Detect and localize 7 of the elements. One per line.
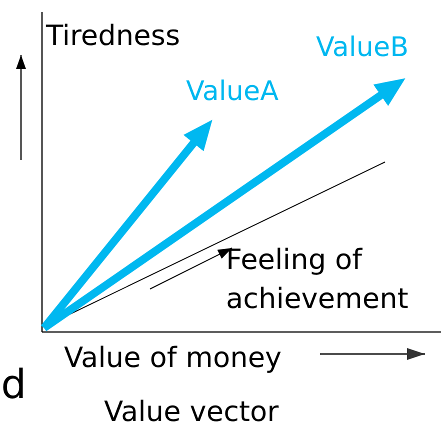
vector-label: ValueB [316, 32, 409, 64]
text-fragment: d [1, 362, 26, 408]
axis-label: Tiredness [46, 20, 180, 52]
axis-label: Feeling of achievement [226, 242, 410, 318]
axis-label: Value of money [64, 342, 282, 374]
caption: Value vector [104, 396, 279, 428]
vector-label: ValueA [186, 76, 279, 108]
